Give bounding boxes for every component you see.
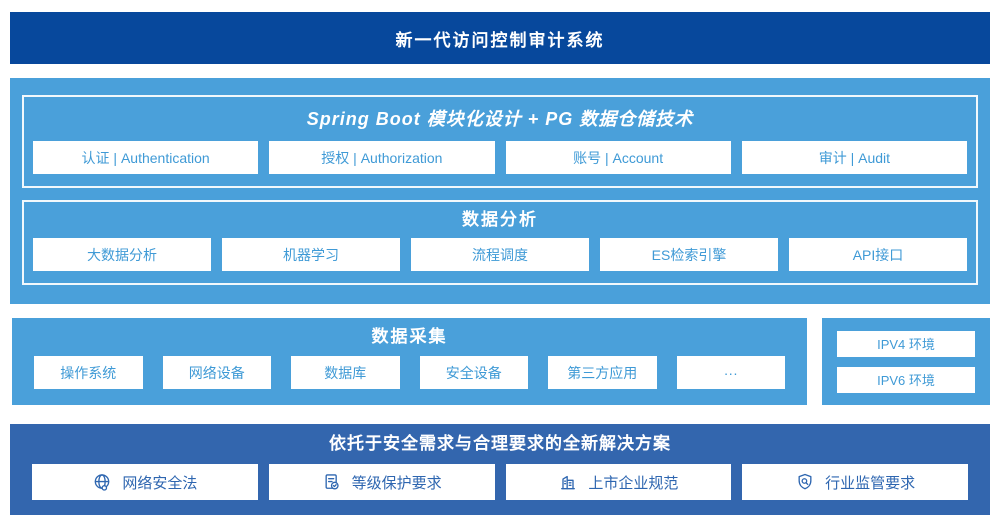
solution-boxes-row: 网络安全法 等级保护要求 上市企业规范 (10, 464, 990, 500)
shield-search-icon (798, 473, 812, 490)
module-flow-scheduling: 流程调度 (411, 238, 589, 271)
source-network-device: 网络设备 (162, 356, 271, 389)
module-authentication: 认证 | Authentication (33, 141, 259, 174)
source-database: 数据库 (291, 356, 400, 389)
auth-modules-row: 认证 | Authentication 授权 | Authorization 账… (24, 141, 976, 174)
module-api: API接口 (789, 238, 967, 271)
solution-listed-company: 上市企业规范 (505, 464, 732, 500)
data-analysis-title: 数据分析 (462, 210, 538, 229)
module-es-search: ES检索引擎 (600, 238, 778, 271)
collection-sources-row: 操作系统 网络设备 数据库 安全设备 第三方应用 ··· (12, 356, 807, 389)
module-audit: 审计 | Audit (741, 141, 967, 174)
solution-box-label: 网络安全法 (122, 474, 198, 492)
data-collection-section: 数据采集 操作系统 网络设备 数据库 安全设备 第三方应用 ··· (12, 318, 807, 405)
environment-panel: IPV4 环境 IPV6 环境 (822, 318, 990, 405)
source-operating-system: 操作系统 (34, 356, 143, 389)
solution-industry-supervision: 行业监管要求 (742, 464, 968, 500)
page-title: 新一代访问控制审计系统 (395, 30, 605, 50)
solution-box-label: 上市企业规范 (588, 474, 679, 492)
data-collection-title: 数据采集 (371, 327, 448, 346)
spring-boot-section-title: Spring Boot 模块化设计 + PG 数据仓储技术 (306, 109, 694, 129)
solution-classified-protection: 等级保护要求 (268, 464, 495, 500)
solution-cybersecurity-law: 网络安全法 (32, 464, 258, 500)
spring-boot-section: Spring Boot 模块化设计 + PG 数据仓储技术 认证 | Authe… (22, 95, 978, 188)
solution-box-label: 等级保护要求 (351, 474, 442, 492)
env-ipv4: IPV4 环境 (837, 330, 975, 357)
data-analysis-section: 数据分析 大数据分析 机器学习 流程调度 ES检索引擎 API接口 (22, 200, 978, 285)
module-account: 账号 | Account (505, 141, 731, 174)
module-bigdata-analysis: 大数据分析 (33, 238, 211, 271)
solution-section: 依托于安全需求与合理要求的全新解决方案 网络安全法 等级保护要求 (10, 424, 990, 515)
solution-title: 依托于安全需求与合理要求的全新解决方案 (329, 434, 671, 453)
page-title-banner: 新一代访问控制审计系统 (10, 12, 990, 64)
source-ellipsis: ··· (676, 356, 785, 389)
globe-icon (95, 474, 110, 491)
platform-panel: Spring Boot 模块化设计 + PG 数据仓储技术 认证 | Authe… (10, 78, 990, 304)
module-authorization: 授权 | Authorization (269, 141, 495, 174)
solution-box-label: 行业监管要求 (825, 474, 916, 492)
analysis-modules-row: 大数据分析 机器学习 流程调度 ES检索引擎 API接口 (24, 238, 976, 271)
source-third-party-app: 第三方应用 (548, 356, 657, 389)
module-machine-learning: 机器学习 (222, 238, 400, 271)
env-ipv6: IPV6 环境 (837, 366, 975, 393)
source-security-device: 安全设备 (419, 356, 528, 389)
document-check-icon (325, 474, 339, 490)
building-icon (561, 475, 576, 490)
